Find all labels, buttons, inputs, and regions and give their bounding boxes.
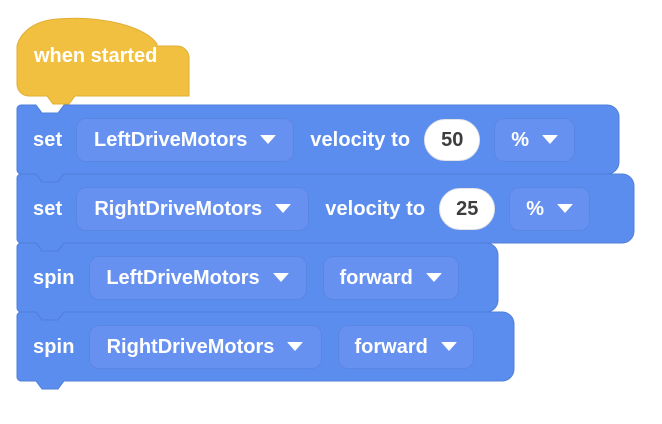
chevron-down-icon <box>272 273 289 282</box>
motor-dropdown-1-value: LeftDriveMotors <box>94 128 248 151</box>
chevron-down-icon <box>260 135 277 144</box>
velocity-value-2: 25 <box>456 197 479 220</box>
velocity-value-1: 50 <box>441 128 464 151</box>
chevron-down-icon <box>287 342 304 351</box>
set-velocity-block-2[interactable]: set RightDriveMotors velocity to 25 % <box>16 173 635 252</box>
spin-block-2[interactable]: spin RightDriveMotors forward <box>16 311 515 390</box>
spin-keyword-label: spin <box>33 335 75 358</box>
spin-keyword-label: spin <box>33 266 75 289</box>
velocity-to-label-2: velocity to <box>325 197 426 220</box>
set-keyword-label: set <box>33 128 63 151</box>
velocity-to-label-1: velocity to <box>310 128 411 151</box>
direction-dropdown-4-value: forward <box>354 335 428 358</box>
spin-block-1[interactable]: spin LeftDriveMotors forward <box>16 242 499 321</box>
unit-dropdown-2-value: % <box>526 197 545 220</box>
direction-dropdown-3-value: forward <box>339 266 413 289</box>
chevron-down-icon <box>425 273 442 282</box>
chevron-down-icon <box>557 204 574 213</box>
set-keyword-label: set <box>33 197 63 220</box>
motor-dropdown-4-value: RightDriveMotors <box>106 335 275 358</box>
when-started-hat-block[interactable]: when started <box>16 16 190 106</box>
motor-dropdown-3[interactable]: LeftDriveMotors <box>88 255 307 300</box>
direction-dropdown-4[interactable]: forward <box>337 324 474 369</box>
set-velocity-block-1[interactable]: set LeftDriveMotors velocity to 50 % <box>16 104 620 183</box>
unit-dropdown-2[interactable]: % <box>509 186 591 231</box>
velocity-value-input-2[interactable]: 25 <box>439 187 496 230</box>
chevron-down-icon <box>542 135 559 144</box>
hat-block-shape <box>16 17 190 105</box>
motor-dropdown-4[interactable]: RightDriveMotors <box>88 324 322 369</box>
motor-dropdown-1[interactable]: LeftDriveMotors <box>76 117 295 162</box>
chevron-down-icon <box>440 342 457 351</box>
unit-dropdown-1[interactable]: % <box>494 117 576 162</box>
motor-dropdown-2[interactable]: RightDriveMotors <box>76 186 310 231</box>
velocity-value-input-1[interactable]: 50 <box>424 118 481 161</box>
direction-dropdown-3[interactable]: forward <box>322 255 459 300</box>
unit-dropdown-1-value: % <box>511 128 530 151</box>
hat-block-label: when started <box>34 45 158 67</box>
motor-dropdown-3-value: LeftDriveMotors <box>106 266 260 289</box>
motor-dropdown-2-value: RightDriveMotors <box>94 197 263 220</box>
chevron-down-icon <box>275 204 292 213</box>
